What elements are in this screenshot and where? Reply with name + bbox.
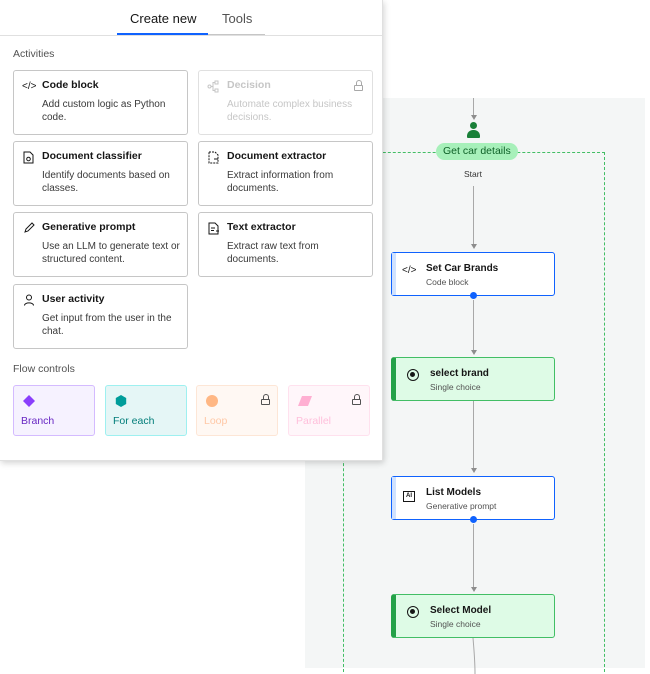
activity-description: Extract information from documents. (227, 170, 334, 194)
node-subtitle: Single choice (430, 619, 481, 629)
node-accent-bar (392, 477, 396, 519)
activity-title: User activity (42, 293, 105, 305)
node-title: Set Car Brands (426, 263, 499, 274)
flow-control-branch[interactable]: Branch (13, 385, 95, 436)
connector-line (473, 300, 474, 350)
activity-title: Document classifier (42, 150, 142, 162)
node-title: List Models (426, 487, 482, 498)
start-label: Start (464, 169, 482, 179)
node-accent-bar (392, 253, 396, 295)
circle-icon (206, 395, 218, 407)
active-tab-indicator (117, 33, 208, 35)
user-start-icon (467, 122, 480, 139)
activity-card-document-extractor[interactable]: Document extractor Extract information f… (198, 141, 373, 206)
flow-control-label: Branch (21, 415, 55, 427)
radio-icon (406, 369, 420, 383)
parallelogram-icon (298, 396, 312, 406)
activity-title: Text extractor (227, 221, 296, 233)
node-subtitle: Code block (426, 277, 469, 287)
flow-node-set-car-brands[interactable]: </> Set Car Brands Code block (391, 252, 555, 299)
activity-description: Get input from the user in the chat. (42, 313, 172, 337)
activity-title: Generative prompt (42, 221, 136, 233)
activity-card-user-activity[interactable]: User activity Get input from the user in… (13, 284, 188, 349)
code-icon: </> (22, 81, 37, 92)
connector-line (473, 98, 474, 118)
activity-description: Identify documents based on classes. (42, 170, 170, 194)
tab-tools[interactable]: Tools (222, 11, 253, 26)
flow-control-label: Loop (204, 415, 228, 427)
pen-icon (22, 222, 35, 235)
node-output-port[interactable] (470, 516, 477, 523)
connector-arrow (470, 587, 477, 592)
activity-card-code-block[interactable]: </> Code block Add custom logic as Pytho… (13, 70, 188, 135)
panel-tabs: Create new Tools (0, 0, 383, 36)
activity-card-decision: Decision Automate complex business decis… (198, 70, 373, 135)
flow-control-loop: Loop (196, 385, 278, 436)
node-output-port[interactable] (470, 292, 477, 299)
activity-title: Document extractor (227, 150, 327, 162)
flow-controls-heading: Flow controls (13, 363, 75, 375)
flow-node-list-models[interactable]: AI List Models Generative prompt (391, 476, 555, 523)
lock-icon (354, 80, 363, 91)
flow-control-label: For each (113, 415, 155, 427)
connector-line (473, 524, 474, 588)
flow-control-label: Parallel (296, 415, 332, 427)
connector-line (473, 401, 474, 469)
tab-create-new[interactable]: Create new (130, 11, 197, 26)
flow-node-select-model[interactable]: Select Model Single choice (391, 594, 555, 638)
document-extractor-icon (207, 151, 220, 164)
user-icon (22, 294, 35, 307)
document-classifier-icon (22, 151, 35, 164)
create-new-panel: Create new Tools Activities </> Code blo… (0, 0, 383, 461)
connector-arrow (470, 350, 477, 355)
activity-description: Extract raw text from documents. (227, 241, 319, 265)
connector-arrow (470, 115, 477, 120)
activity-card-generative-prompt[interactable]: Generative prompt Use an LLM to generate… (13, 212, 188, 277)
lock-icon (261, 394, 270, 405)
flow-control-parallel: Parallel (288, 385, 370, 436)
activity-description: Add custom logic as Python code. (42, 99, 166, 123)
node-subtitle: Single choice (430, 382, 481, 392)
flow-node-select-brand[interactable]: select brand Single choice (391, 357, 555, 401)
connector-arrow (470, 468, 477, 473)
node-title: Select Model (430, 605, 492, 616)
code-icon: </> (402, 265, 417, 276)
text-extractor-icon (207, 222, 220, 235)
tab-indicator (208, 34, 265, 35)
activity-card-text-extractor[interactable]: Text extractor Extract raw text from doc… (198, 212, 373, 277)
activity-card-document-classifier[interactable]: Document classifier Identify documents b… (13, 141, 188, 206)
activity-title: Code block (42, 79, 99, 91)
diamond-icon (23, 395, 35, 407)
node-subtitle: Generative prompt (426, 501, 497, 511)
connector-line (472, 638, 476, 674)
connector-line (473, 186, 474, 246)
connector-arrow (470, 244, 477, 249)
radio-icon (406, 606, 420, 620)
lock-icon (352, 394, 361, 405)
ai-icon: AI (402, 488, 416, 502)
hexagon-icon (115, 395, 127, 407)
group-label[interactable]: Get car details (436, 143, 518, 160)
activity-description: Use an LLM to generate text or structure… (42, 241, 180, 265)
activity-title: Decision (227, 79, 271, 91)
node-title: select brand (430, 368, 489, 379)
activity-description: Automate complex business decisions. (227, 99, 353, 123)
flow-control-for-each[interactable]: For each (105, 385, 187, 436)
decision-icon (207, 80, 220, 93)
activities-heading: Activities (13, 48, 55, 60)
